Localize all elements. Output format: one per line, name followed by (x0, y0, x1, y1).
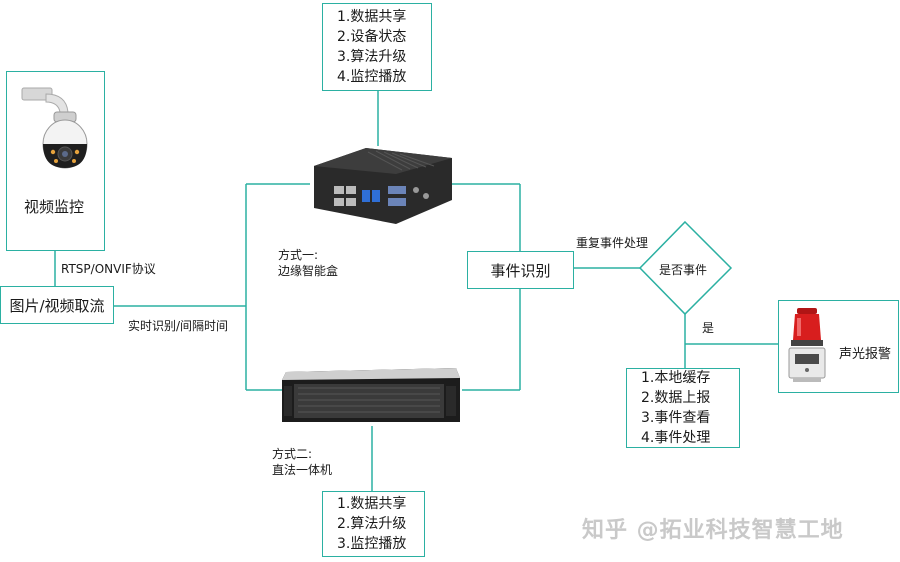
protocol-label: RTSP/ONVIF协议 (61, 262, 156, 276)
server-functions-box: 1.数据共享 2.算法升级 3.监控播放 (322, 491, 425, 557)
edge-functions-box: 1.数据共享 2.设备状态 3.算法升级 4.监控播放 (322, 3, 432, 91)
edge-function-item: 2.设备状态 (337, 29, 407, 45)
event-recognition-label: 事件识别 (490, 261, 551, 280)
server-function-item: 3.监控播放 (337, 536, 407, 552)
server-mode-name: 直法一体机 (272, 463, 333, 477)
server-function-item: 1.数据共享 (337, 496, 407, 512)
server-device-image (282, 368, 460, 422)
alarm-caption: 声光报警 (839, 347, 892, 362)
event-action-item: 2.数据上报 (641, 390, 711, 406)
edge-box-device-image (314, 148, 452, 224)
camera-caption: 视频监控 (24, 198, 85, 216)
camera-box: 视频监控 (6, 71, 105, 251)
alarm-box: 声光报警 (778, 300, 899, 393)
edge-mode-name: 边缘智能盒 (278, 264, 339, 278)
edge-function-item: 4.监控播放 (337, 69, 407, 85)
stream-box: 图片/视频取流 (0, 286, 114, 324)
decision-question: 是否事件 (659, 263, 708, 277)
edge-mode-label: 方式一: 边缘智能盒 (278, 247, 338, 279)
stream-box-label: 图片/视频取流 (9, 296, 105, 315)
decision-yes-label: 是 (702, 321, 715, 335)
event-actions-box: 1.本地缓存 2.数据上报 3.事件查看 4.事件处理 (626, 368, 740, 448)
realtime-label: 实时识别/间隔时间 (128, 319, 229, 333)
repeat-event-label: 重复事件处理 (576, 236, 649, 250)
event-action-item: 3.事件查看 (641, 410, 711, 426)
event-action-item: 1.本地缓存 (641, 370, 711, 386)
event-recognition-box: 事件识别 (467, 251, 574, 289)
edge-function-item: 1.数据共享 (337, 9, 407, 25)
ptz-camera-icon (21, 87, 88, 169)
server-mode-label: 方式二: 直法一体机 (272, 446, 332, 478)
watermark-text: 知乎 @拓业科技智慧工地 (582, 518, 844, 543)
alarm-light-icon (788, 308, 826, 382)
event-action-item: 4.事件处理 (641, 430, 711, 446)
decision-diamond (638, 220, 733, 316)
server-mode-title: 方式二: (272, 447, 313, 461)
server-function-item: 2.算法升级 (337, 516, 407, 532)
edge-mode-title: 方式一: (278, 248, 319, 262)
edge-function-item: 3.算法升级 (337, 49, 407, 65)
